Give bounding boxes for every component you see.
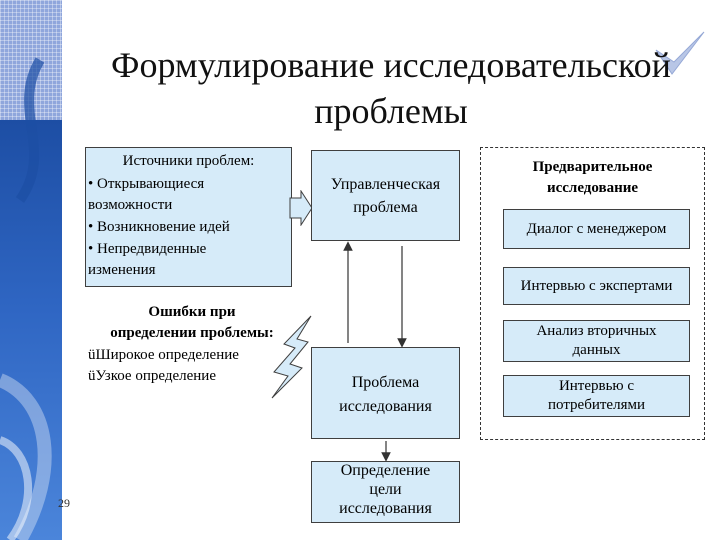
preliminary-heading-line2: исследование — [480, 178, 705, 199]
preliminary-item-text: Диалог с менеджером — [503, 219, 690, 240]
preliminary-item-text: потребителями — [503, 396, 690, 415]
slide-number: 29 — [58, 496, 70, 511]
preliminary-heading-line1: Предварительное — [480, 157, 705, 178]
preliminary-item-text: Интервью с — [503, 377, 690, 396]
preliminary-item-text: данных — [503, 341, 690, 360]
preliminary-item-text: Анализ вторичных — [503, 322, 690, 341]
preliminary-item-text: Интервью с экспертами — [503, 276, 690, 297]
